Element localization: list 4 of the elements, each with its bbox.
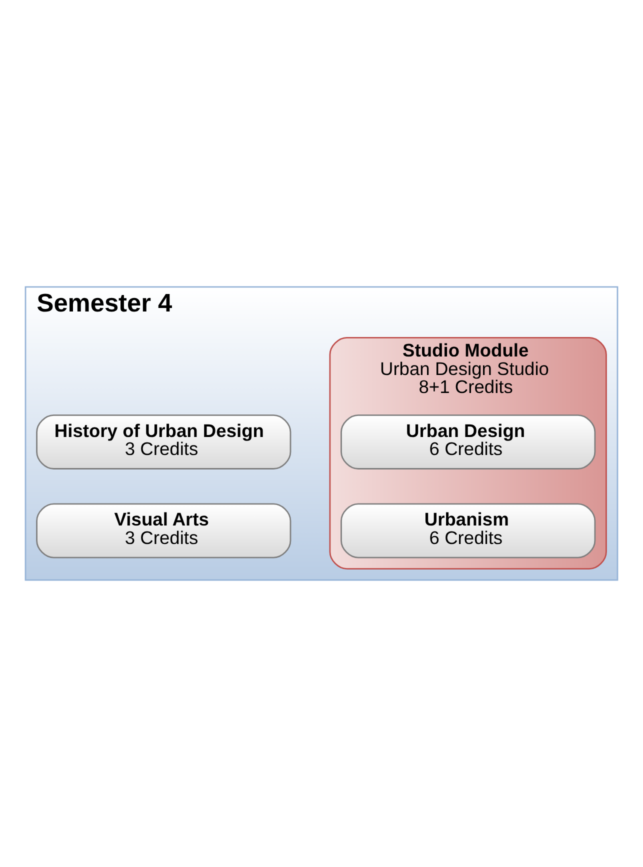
node-box: Visual Arts 3 Credits xyxy=(36,503,292,558)
node-box: History of Urban Design 3 Credits xyxy=(36,414,292,470)
node-box: Urbanism 6 Credits xyxy=(340,503,596,558)
node-box: Urban Design 6 Credits xyxy=(340,414,596,470)
